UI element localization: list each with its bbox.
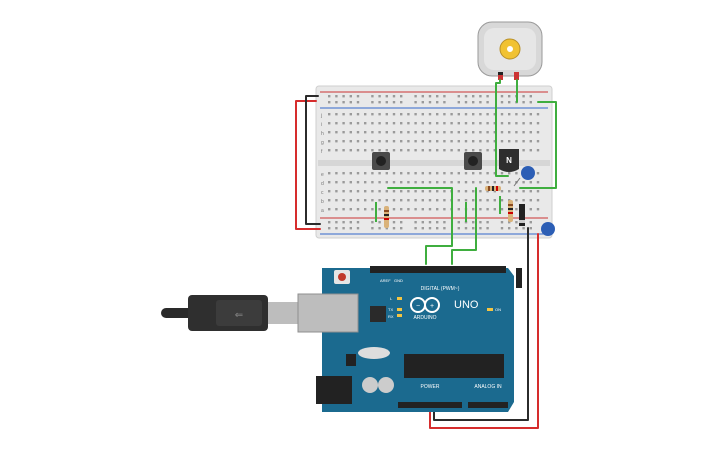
resistor-2[interactable] (384, 206, 389, 228)
svg-text:i: i (321, 122, 322, 128)
svg-text:f: f (321, 149, 323, 155)
wires (295, 79, 557, 429)
svg-text:b: b (321, 199, 324, 205)
aref-label: AREF (380, 278, 391, 283)
led-rx (397, 314, 402, 317)
capacitor-board-1 (362, 377, 378, 393)
svg-text:e: e (321, 172, 324, 178)
arduino-uno: DIGITAL (PWM~) AREF GND − + ARDUINO UNO … (297, 266, 522, 412)
small-chip (370, 306, 386, 322)
icsp-header (516, 268, 522, 288)
resistor-1[interactable] (485, 186, 501, 191)
dc-motor[interactable] (477, 21, 543, 80)
svg-text:d: d (321, 181, 324, 187)
push-button-2[interactable] (464, 152, 482, 170)
power-header[interactable] (398, 402, 462, 408)
svg-text:h: h (321, 131, 324, 137)
digital-header-label: DIGITAL (PWM~) (421, 286, 460, 292)
crystal (358, 347, 390, 359)
digital-header[interactable] (370, 266, 506, 273)
on-label: ON (495, 307, 501, 312)
push-button-1[interactable] (372, 152, 390, 170)
capacitor-board-2 (378, 377, 394, 393)
jumpers (375, 196, 501, 222)
logo-text: ARDUINO (413, 315, 436, 321)
rx-label: RX (388, 314, 394, 319)
npn-transistor[interactable]: N (499, 149, 519, 172)
diode[interactable] (519, 204, 525, 226)
atmega-chip (404, 354, 504, 378)
power-header-label: POWER (421, 384, 440, 390)
led-l (397, 297, 402, 300)
svg-text:c: c (321, 190, 324, 196)
svg-text:N: N (506, 156, 512, 165)
led-tx (397, 308, 402, 311)
svg-text:+: + (430, 303, 434, 310)
wire-black-power[interactable] (433, 227, 529, 421)
row-letters: j i h g f e d c b a (320, 113, 324, 214)
analog-header[interactable] (468, 402, 508, 408)
capacitor-1[interactable] (513, 166, 535, 187)
wire-green-button1[interactable] (387, 187, 453, 265)
svg-text:j: j (320, 113, 322, 119)
wire-green-button2[interactable] (451, 187, 477, 265)
gnd-label: GND (394, 278, 403, 283)
resistor-3[interactable] (508, 200, 513, 222)
usb-icon: ⇐ (235, 310, 243, 321)
capacitor-2[interactable] (541, 222, 555, 236)
wire-black-left[interactable] (305, 95, 321, 225)
svg-text:−: − (416, 303, 420, 310)
wire-red-power[interactable] (429, 233, 539, 429)
model-label: UNO (454, 299, 479, 311)
wire-green-motor[interactable] (495, 79, 509, 177)
analog-header-label: ANALOG IN (474, 384, 502, 390)
reset-button[interactable] (334, 270, 350, 284)
l-label: L (390, 296, 393, 301)
wire-green-right[interactable] (519, 101, 557, 189)
tx-label: TX (388, 307, 393, 312)
arduino-logo-icon: − + (410, 297, 440, 313)
usb-cable[interactable]: ⇐ (161, 295, 298, 331)
led-on (487, 308, 493, 311)
svg-text:g: g (321, 140, 324, 146)
svg-text:a: a (321, 208, 324, 214)
